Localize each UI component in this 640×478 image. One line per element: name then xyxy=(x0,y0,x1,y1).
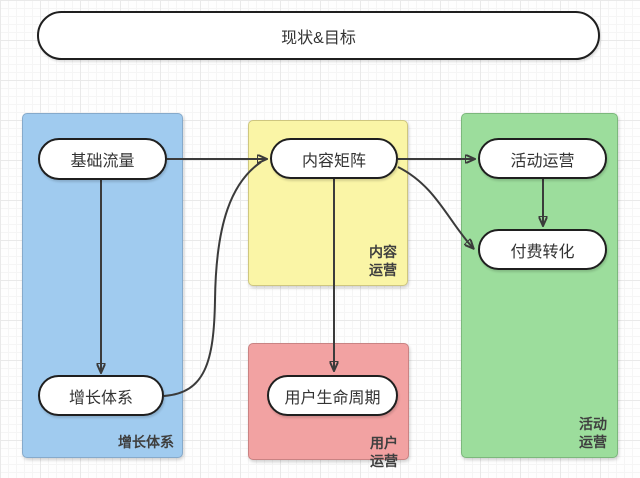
node-paid-conversion: 付费转化 xyxy=(478,229,607,270)
node-base-traffic: 基础流量 xyxy=(38,138,167,180)
region-growth-label: 增长体系 xyxy=(118,433,174,450)
region-activity-label: 活动 运营 xyxy=(579,415,607,450)
diagram-title: 现状&目标 xyxy=(37,11,600,60)
region-user-label: 用户 运营 xyxy=(370,434,398,469)
node-growth-system: 增长体系 xyxy=(38,375,164,416)
node-user-lifecycle: 用户生命周期 xyxy=(267,375,398,416)
node-activity-ops: 活动运营 xyxy=(478,138,607,179)
node-content-matrix: 内容矩阵 xyxy=(270,138,398,179)
region-content-label: 内容 运营 xyxy=(369,243,397,278)
